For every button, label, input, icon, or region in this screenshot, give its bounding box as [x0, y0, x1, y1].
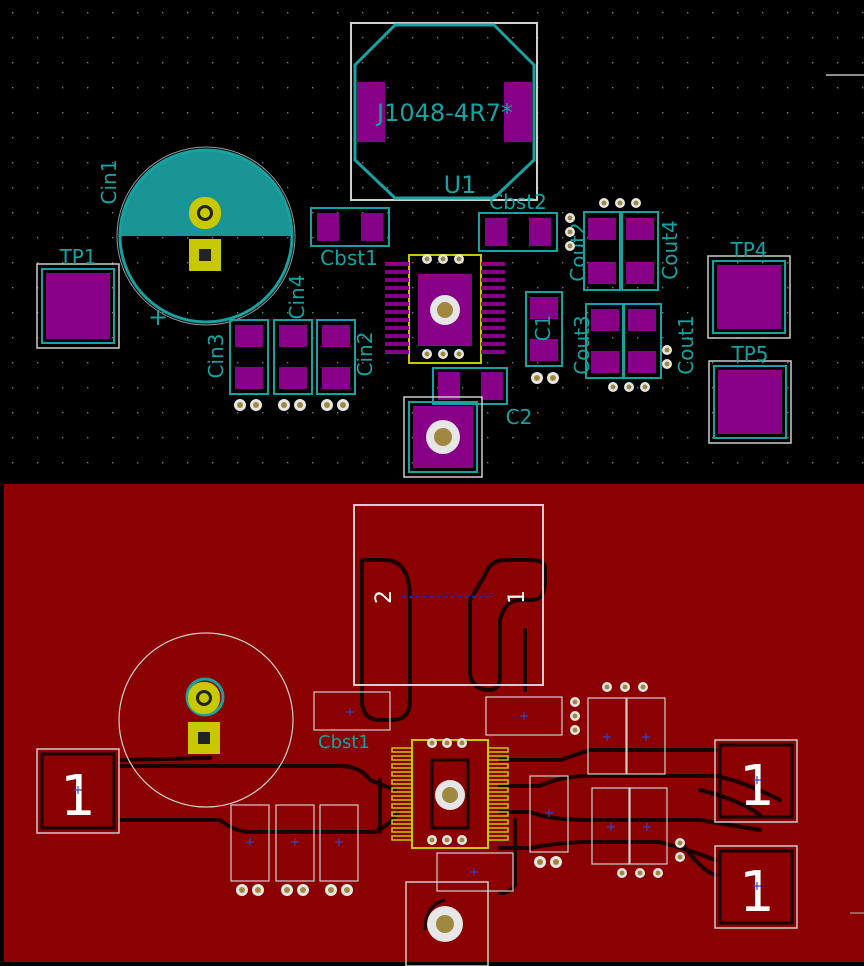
tp5-label: TP5 [730, 342, 768, 366]
inductor-ref-label: U1 [444, 171, 477, 199]
tp4-label: TP4 [729, 238, 767, 262]
cout3-label: Cout3 [570, 315, 594, 374]
c2-label: C2 [506, 405, 533, 429]
testpoint-center-back[interactable] [405, 881, 489, 966]
cbst1-label: Cbst1 [320, 246, 378, 270]
capacitor-cin1[interactable]: Cin1 + [97, 146, 296, 331]
capacitor-cout1[interactable]: Cout1 [622, 303, 698, 379]
capacitor-c2[interactable]: C2 [432, 367, 533, 429]
via-row-output-back [534, 682, 685, 878]
inductor-pad-1-label: 1 [505, 590, 530, 604]
cin4-label: Cin4 [285, 275, 309, 320]
cin2-label: Cin2 [353, 332, 377, 377]
copper-traces [118, 558, 782, 895]
inductor-pad-2-label: 2 [372, 590, 397, 604]
tp4-pad-label: 1 [739, 754, 775, 819]
testpoint-tp1[interactable]: TP1 [36, 245, 120, 349]
tp5-pad-label: 1 [739, 860, 775, 925]
capacitor-cin4[interactable]: Cin4 [273, 275, 313, 395]
output-caps-back[interactable] [436, 697, 668, 892]
ic-package[interactable] [385, 254, 505, 364]
cout1-label: Cout1 [674, 315, 698, 374]
tp1-label: TP1 [58, 245, 96, 269]
capacitor-cbst2-back[interactable] [485, 696, 563, 736]
bottom-layer-view[interactable]: 2 1 1 Cbst1 [0, 480, 864, 966]
cbst1-back-label: Cbst1 [318, 732, 370, 753]
anchor-markers [74, 708, 761, 890]
inductor-value-label: J1048-4R7* [375, 99, 513, 127]
cbst2-label: Cbst2 [489, 190, 547, 214]
testpoint-tp4[interactable]: TP4 [707, 238, 791, 339]
capacitor-cout4[interactable]: Cout4 [621, 211, 682, 291]
input-caps-back[interactable] [230, 804, 359, 882]
capacitor-cin1-back[interactable] [118, 632, 294, 808]
tp1-pad-label: 1 [60, 764, 96, 829]
capacitor-cbst1[interactable]: Cbst1 [310, 207, 390, 270]
cin1-polarity: + [148, 303, 168, 331]
capacitor-cin3[interactable]: Cin3 [204, 319, 269, 395]
testpoint-center[interactable] [403, 396, 483, 478]
cin1-label: Cin1 [97, 160, 121, 205]
capacitor-cbst1-back[interactable]: Cbst1 [313, 691, 391, 753]
c1-label: C1 [531, 315, 555, 342]
testpoint-tp5-back[interactable]: 1 [714, 845, 798, 929]
ic-package-back[interactable] [391, 738, 509, 849]
capacitor-c1[interactable]: C1 [525, 291, 563, 384]
testpoint-tp4-back[interactable]: 1 [714, 739, 798, 823]
via-row-input [234, 399, 349, 411]
testpoint-tp5[interactable]: TP5 [708, 342, 792, 444]
top-layer-view[interactable]: J1048-4R7* U1 Cin1 + TP1 [0, 0, 864, 480]
inductor-u1-back[interactable]: 2 1 [353, 504, 544, 686]
capacitor-cout2[interactable]: Cout2 [566, 211, 621, 291]
capacitor-cbst2[interactable]: Cbst2 [478, 190, 558, 252]
capacitor-cout3[interactable]: Cout3 [570, 303, 625, 379]
inductor-u1[interactable]: J1048-4R7* U1 [350, 22, 538, 201]
via-row-output-bottom [608, 345, 672, 392]
cout4-label: Cout4 [658, 220, 682, 279]
via-row-output-top [565, 198, 641, 251]
capacitor-cin2[interactable]: Cin2 [316, 319, 377, 395]
testpoint-tp1-back[interactable]: 1 [36, 748, 120, 834]
cin3-label: Cin3 [204, 334, 228, 379]
via-row-input-back [236, 884, 353, 896]
